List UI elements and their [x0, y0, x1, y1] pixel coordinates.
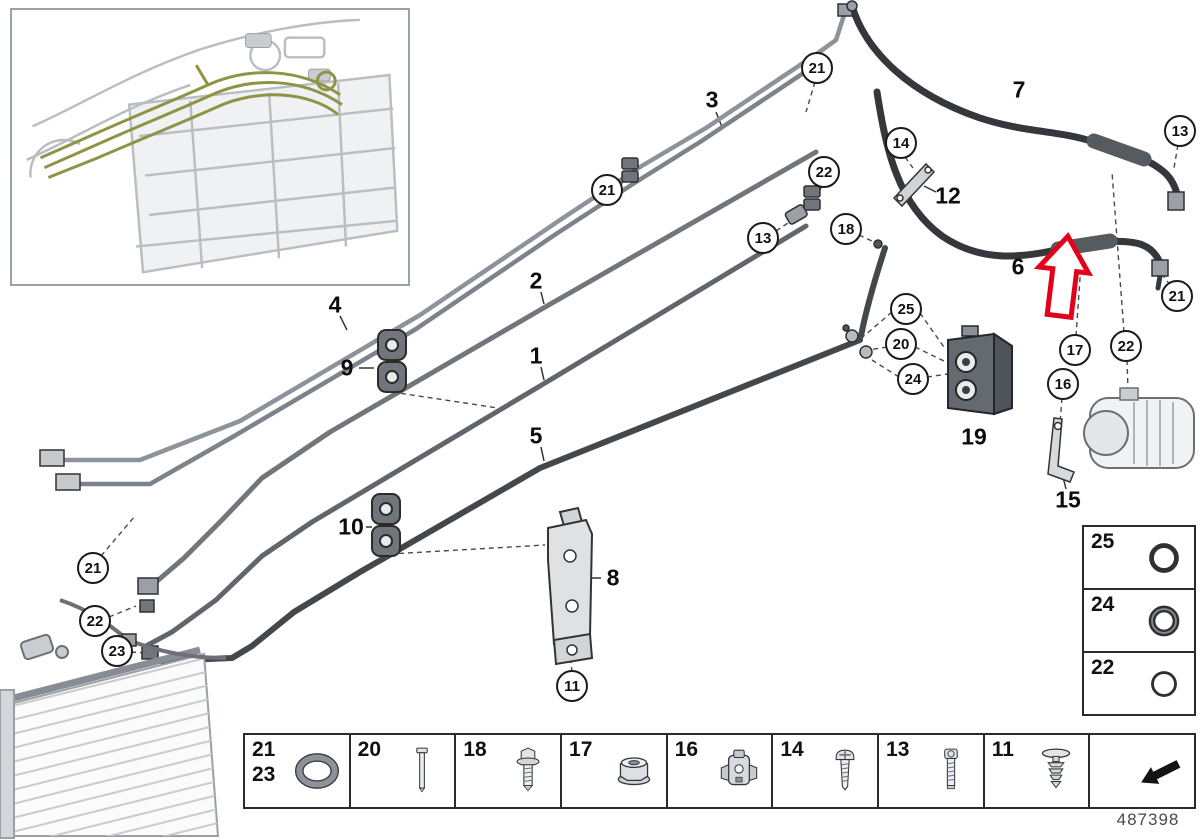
callout-20[interactable]: 20	[885, 328, 917, 360]
pipe-5	[159, 337, 863, 664]
fastener-cell-label: 11	[991, 738, 1014, 761]
inset-canvas	[26, 18, 399, 274]
callout-22[interactable]: 22	[1110, 330, 1142, 362]
seal-row-22: 22	[1084, 653, 1194, 714]
refrigerant-pipes	[63, 9, 888, 664]
sealing-washer-icon	[292, 740, 342, 802]
fastener-cell-14: 14	[773, 735, 880, 807]
fastener-cell-label: 18	[463, 738, 487, 761]
torx-screw-icon	[926, 740, 976, 802]
part-label-8[interactable]: 8	[606, 564, 620, 591]
fastener-cell-18: 18	[456, 735, 563, 807]
line-mount-9	[377, 329, 407, 393]
oring-thick-icon	[1141, 598, 1187, 644]
callout-21[interactable]: 21	[801, 52, 833, 84]
callout-24[interactable]: 24	[897, 363, 929, 395]
pipe-2	[153, 149, 819, 585]
fastener-cell-13: 13	[879, 735, 985, 807]
fastener-cell-label: 13	[886, 738, 910, 761]
part-label-10[interactable]: 10	[338, 513, 364, 540]
fastener-cell-17: 17	[562, 735, 668, 807]
callout-21[interactable]: 21	[77, 552, 109, 584]
callout-16[interactable]: 16	[1047, 368, 1079, 400]
callout-25[interactable]: 25	[890, 293, 922, 325]
bracket-12	[892, 162, 936, 208]
fastener-cell-label: 20	[357, 738, 382, 761]
long-bolt-icon	[397, 740, 447, 802]
callout-22[interactable]: 22	[79, 605, 111, 637]
callout-23[interactable]: 23	[101, 635, 133, 667]
condenser-radiator	[0, 646, 220, 839]
seal-row-label: 25	[1091, 530, 1115, 553]
oring-thin-icon	[1141, 661, 1187, 707]
seal-row-label: 24	[1091, 593, 1115, 616]
pan-head-screw-icon	[820, 740, 870, 802]
part-label-3[interactable]: 3	[705, 86, 719, 113]
hose-7	[848, 2, 1182, 202]
expansion-valve-19	[947, 325, 1013, 416]
part-label-5[interactable]: 5	[529, 422, 543, 449]
direction-arrow-icon	[1137, 740, 1187, 802]
bracket-15	[1047, 417, 1075, 483]
part-label-12[interactable]: 12	[935, 182, 961, 209]
bracket-8	[547, 506, 594, 666]
part-label-6[interactable]: 6	[1011, 253, 1025, 280]
callout-14[interactable]: 14	[885, 127, 917, 159]
vehicle-location-inset	[10, 8, 410, 286]
flange-bolt-icon	[503, 740, 553, 802]
pipe-1	[143, 223, 809, 649]
seal-legend-table: 25 24 22	[1082, 525, 1196, 716]
view-direction-cell	[1090, 735, 1194, 807]
oring-medium-icon	[1141, 535, 1187, 581]
seal-row-label: 22	[1091, 656, 1115, 679]
highlight-arrow	[1033, 232, 1094, 321]
hose-6-elbow	[1155, 273, 1163, 291]
callout-13[interactable]: 13	[747, 222, 779, 254]
flange-nut-icon	[609, 740, 659, 802]
fittings-and-clamps	[39, 0, 1185, 660]
line-mount-10	[371, 493, 401, 557]
holder-clip-icon	[714, 740, 764, 802]
part-label-2[interactable]: 2	[529, 267, 543, 294]
expansion-rivet-icon	[1031, 740, 1081, 802]
part-label-7[interactable]: 7	[1012, 76, 1026, 103]
seal-row-25: 25	[1084, 527, 1194, 590]
highlighted-lines-sketch	[39, 64, 343, 179]
callout-17[interactable]: 17	[1059, 334, 1091, 366]
chassis-sketch	[26, 18, 399, 274]
callout-21[interactable]: 21	[1161, 280, 1193, 312]
callout-18[interactable]: 18	[830, 213, 862, 245]
fastener-cell-label: 14	[780, 738, 804, 761]
fastener-cell-label: 17	[569, 738, 593, 761]
fastener-cell-16: 16	[668, 735, 774, 807]
fastener-cell-label: 16	[674, 738, 699, 761]
callout-22[interactable]: 22	[808, 156, 840, 188]
callout-11[interactable]: 11	[556, 670, 588, 702]
muffler-7	[1086, 133, 1152, 167]
part-label-15[interactable]: 15	[1055, 486, 1081, 513]
document-number: 487398	[1116, 810, 1180, 829]
pipe-4	[77, 63, 817, 487]
seal-row-24: 24	[1084, 590, 1194, 653]
compressor-15	[1083, 387, 1195, 469]
part-label-4[interactable]: 4	[328, 291, 342, 318]
part-label-19[interactable]: 19	[961, 423, 987, 450]
fastener-cell-11: 11	[985, 735, 1091, 807]
callout-13[interactable]: 13	[1164, 115, 1196, 147]
part-label-9[interactable]: 9	[340, 354, 354, 381]
pipe-5-riser	[858, 245, 888, 339]
callout-21[interactable]: 21	[591, 174, 623, 206]
hose-6	[873, 88, 1165, 270]
fastener-cell-20: 20	[351, 735, 457, 807]
part-label-1[interactable]: 1	[529, 342, 543, 369]
